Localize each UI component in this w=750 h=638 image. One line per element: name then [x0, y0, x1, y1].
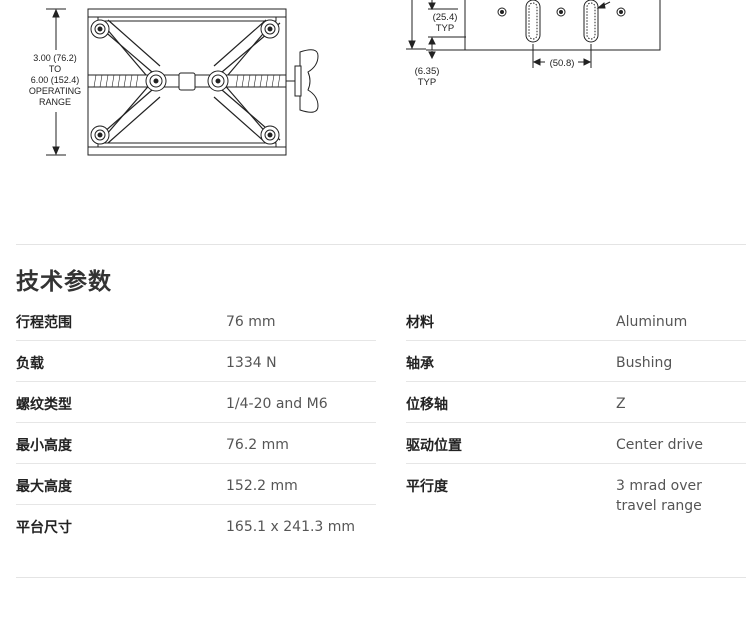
lab-jack-top-view [406, 0, 661, 68]
spec-label: 材料 [406, 315, 434, 331]
spec-row-platform-size: 平台尺寸 165.1 x 241.3 mm [16, 505, 376, 545]
spec-label: 最小高度 [16, 438, 72, 454]
spec-row-min-height: 最小高度 76.2 mm [16, 423, 376, 464]
svg-text:RANGE: RANGE [39, 97, 71, 107]
svg-text:(6.35): (6.35) [415, 66, 440, 77]
spec-row-bearing: 轴承 Bushing [406, 341, 746, 382]
spec-label: 位移轴 [406, 397, 448, 413]
spec-value: Z [616, 396, 626, 412]
lab-jack-front-view [46, 8, 319, 156]
spec-value: 1334 N [226, 355, 277, 371]
spec-row-thread: 螺纹类型 1/4-20 and M6 [16, 382, 376, 423]
specs-title: 技术参数 [16, 269, 112, 295]
top-divider [16, 244, 746, 245]
spec-row-travel: 行程范围 76 mm [16, 300, 376, 341]
spec-row-load: 负载 1334 N [16, 341, 376, 382]
svg-text:TO: TO [49, 64, 61, 74]
operating-range-label: 3.00 (76.2) TO 6.00 (152.4) OPERATING RA… [26, 52, 84, 110]
svg-text:(25.4): (25.4) [433, 12, 458, 23]
svg-text:6.00 (152.4): 6.00 (152.4) [31, 75, 80, 85]
spec-value: 165.1 x 241.3 mm [226, 519, 356, 535]
spec-label: 行程范围 [16, 315, 72, 331]
spec-value: Center drive [616, 437, 704, 453]
bottom-divider [16, 577, 746, 578]
spec-value: Bushing [616, 355, 673, 371]
spec-value: 1/4-20 and M6 [226, 396, 328, 412]
svg-text:OPERATING: OPERATING [29, 86, 81, 96]
spec-row-axis: 位移轴 Z [406, 382, 746, 423]
spec-label: 驱动位置 [406, 438, 462, 454]
spec-label: 平台尺寸 [16, 520, 72, 536]
spec-label: 轴承 [406, 356, 434, 372]
svg-text:3.00 (76.2): 3.00 (76.2) [33, 53, 77, 63]
svg-text:TYP: TYP [436, 23, 454, 34]
svg-text:TYP: TYP [418, 77, 436, 88]
spec-value: 152.2 mm [226, 478, 298, 494]
spec-value: Aluminum [616, 314, 688, 330]
spec-row-max-height: 最大高度 152.2 mm [16, 464, 376, 505]
spec-label: 最大高度 [16, 479, 72, 495]
spec-value: 3 mrad over travel range [616, 478, 702, 514]
spec-row-drive-position: 驱动位置 Center drive [406, 423, 746, 464]
spec-value: 76.2 mm [226, 437, 289, 453]
spec-label: 负载 [16, 356, 44, 372]
top-view-dimension-labels: (25.4) TYP (6.35) TYP (50.8) [415, 12, 575, 88]
spec-value: 76 mm [226, 314, 276, 330]
svg-text:(50.8): (50.8) [550, 58, 575, 69]
spec-row-parallelism: 平行度 3 mrad over travel range [406, 464, 746, 524]
specs-right-column: 材料 Aluminum 轴承 Bushing 位移轴 Z 驱动位置 Center… [406, 300, 750, 524]
spec-row-material: 材料 Aluminum [406, 300, 746, 341]
specs-left-column: 行程范围 76 mm 负载 1334 N 螺纹类型 1/4-20 and M6 … [16, 300, 376, 545]
spec-label: 平行度 [406, 479, 448, 495]
spec-label: 螺纹类型 [16, 397, 72, 413]
technical-drawings: 3.00 (76.2) TO 6.00 (152.4) OPERATING RA… [26, 0, 661, 156]
